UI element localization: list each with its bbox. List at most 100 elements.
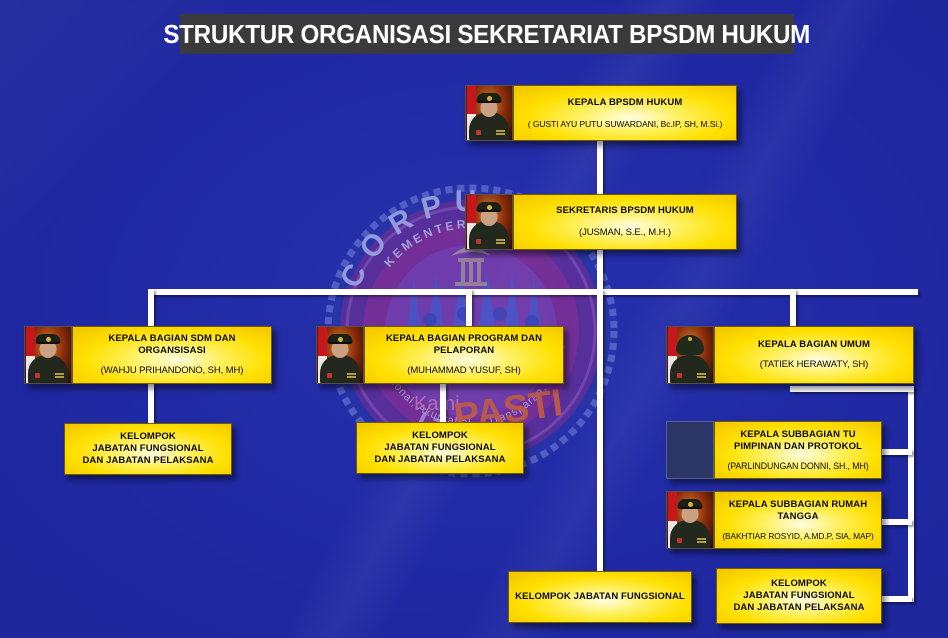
insignia-icon [697, 373, 706, 375]
node-kelompok-program[interactable]: KELOMPOK JABATAN FUNGSIONAL DAN JABATAN … [356, 422, 524, 474]
officer-cap-icon [35, 334, 61, 344]
connector-stub-subbagian-tu [878, 449, 912, 455]
connector-sdm-to-kelompok [148, 384, 154, 424]
node-box: KELOMPOK JABATAN FUNGSIONAL DAN JABATAN … [64, 423, 232, 475]
page-title: STRUKTUR ORGANISASI SEKRETARIAT BPSDM HU… [164, 14, 811, 54]
officer-cap-icon [677, 499, 703, 509]
officer-portrait-hijab-photo [666, 326, 714, 384]
uniform-shape [320, 355, 360, 383]
officer-portrait-photo [465, 85, 513, 141]
connector-umum-spine [908, 386, 914, 602]
connector-drop-umum [790, 289, 796, 326]
face-shape [480, 99, 498, 117]
node-box: KEPALA BPSDM HUKUM ( GUSTI AYU PUTU SUWA… [513, 85, 737, 141]
connector-sekretaris-down [597, 250, 603, 292]
node-box: KEPALA SUBBAGIAN RUMAH TANGGA (BAKHTIAR … [714, 491, 882, 549]
flag-icon [467, 86, 476, 140]
node-name: (JUSMAN, S.E., M.H.) [579, 227, 671, 239]
node-role: KEPALA BPSDM HUKUM [567, 96, 683, 108]
svg-text:Kami: Kami [414, 393, 460, 415]
rank-badge-icon [476, 130, 481, 135]
node-role: SEKRETARIS BPSDM HUKUM [556, 205, 694, 217]
node-box: KEPALA BAGIAN PROGRAM DAN PELAPORAN (MUH… [364, 326, 564, 384]
node-role: KEPALA BAGIAN PROGRAM DAN PELAPORAN [385, 333, 543, 357]
node-name: (PARLINDUNGAN DONNI, SH., MH) [727, 460, 869, 471]
node-kelompok-umum[interactable]: KELOMPOK JABATAN FUNGSIONAL DAN JABATAN … [716, 568, 882, 624]
node-name: ( GUSTI AYU PUTU SUWARDANI, Bc.IP, SH, M… [527, 118, 723, 129]
connector-stub-kelompok-umum [878, 596, 912, 602]
node-line-1: KELOMPOK JABATAN FUNGSIONAL [515, 591, 685, 603]
connector-stub-subbagian-rt [878, 519, 912, 525]
node-name: (WAHJU PRIHANDONO, SH, MH) [100, 365, 244, 377]
connector-drop-program [466, 289, 472, 326]
officer-portrait-photo [666, 491, 714, 549]
insignia-icon [496, 239, 505, 241]
node-box: KEPALA BAGIAN SDM DAN ORGANSISASI (WAHJU… [72, 326, 272, 384]
face-shape [39, 340, 57, 358]
node-line-1: KELOMPOK [120, 431, 176, 443]
connector-sekretaris-to-center-kelompok [597, 289, 603, 572]
connector-umum-spine-top [790, 386, 914, 392]
connector-bus-horizontal [148, 289, 918, 295]
node-bagian-program[interactable]: KEPALA BAGIAN PROGRAM DAN PELAPORAN (MUH… [316, 326, 564, 384]
node-box: KEPALA SUBBAGIAN TU PIMPINAN DAN PROTOKO… [714, 421, 882, 479]
node-role: KEPALA SUBBAGIAN TU PIMPINAN DAN PROTOKO… [733, 428, 863, 452]
node-line-3: DAN JABATAN PELAKSANA [733, 601, 865, 613]
officer-cap-icon [476, 202, 502, 212]
rank-badge-icon [677, 373, 682, 378]
empty-photo-placeholder [666, 421, 714, 479]
officer-cap-icon [476, 93, 502, 103]
insignia-icon [697, 538, 706, 540]
rank-badge-icon [677, 538, 682, 543]
flag-icon [668, 327, 677, 383]
node-box: KELOMPOK JABATAN FUNGSIONAL [508, 571, 692, 623]
flag-icon [668, 492, 677, 548]
rank-badge-icon [476, 239, 481, 244]
node-sekretaris-bpsdm[interactable]: SEKRETARIS BPSDM HUKUM (JUSMAN, S.E., M.… [465, 194, 737, 250]
node-line-3: DAN JABATAN PELAKSANA [374, 453, 506, 465]
uniform-shape [670, 355, 710, 383]
node-subbagian-tu[interactable]: KEPALA SUBBAGIAN TU PIMPINAN DAN PROTOKO… [666, 421, 882, 479]
node-role: KEPALA SUBBAGIAN RUMAH TANGGA [728, 499, 868, 522]
insignia-icon [347, 373, 356, 375]
officer-portrait-photo [316, 326, 364, 384]
node-line-3: DAN JABATAN PELAKSANA [82, 454, 214, 466]
node-kelompok-jabatan-fungsional[interactable]: KELOMPOK JABATAN FUNGSIONAL [508, 571, 692, 623]
rank-badge-icon [35, 373, 40, 378]
connector-kepala-to-sekretaris [597, 141, 603, 202]
node-subbagian-rumah-tangga[interactable]: KEPALA SUBBAGIAN RUMAH TANGGA (BAKHTIAR … [666, 491, 882, 549]
node-bagian-sdm[interactable]: KEPALA BAGIAN SDM DAN ORGANSISASI (WAHJU… [24, 326, 272, 384]
node-line-2: JABATAN FUNGSIONAL [743, 590, 855, 602]
node-line-2: JABATAN FUNGSIONAL [384, 442, 496, 454]
node-line-1: KELOMPOK [771, 578, 827, 590]
officer-cap-icon [327, 334, 353, 344]
node-name: (BAKHTIAR ROSYID, A.MD.P, SIA, MAP) [722, 530, 874, 541]
rank-badge-icon [327, 373, 332, 378]
node-name: (TATIEK HERAWATY, SH) [759, 359, 869, 371]
node-box: KELOMPOK JABATAN FUNGSIONAL DAN JABATAN … [716, 568, 882, 624]
insignia-icon [55, 373, 64, 375]
node-line-1: KELOMPOK [412, 430, 468, 442]
node-name: (MUHAMMAD YUSUF, SH) [407, 365, 521, 377]
node-bagian-umum[interactable]: KEPALA BAGIAN UMUM (TATIEK HERAWATY, SH) [666, 326, 914, 384]
face-shape [681, 505, 699, 523]
officer-portrait-photo [24, 326, 72, 384]
node-box: SEKRETARIS BPSDM HUKUM (JUSMAN, S.E., M.… [513, 194, 737, 250]
connector-drop-sdm [148, 289, 154, 326]
officer-portrait-photo [465, 194, 513, 250]
node-kepala-bpsdm[interactable]: KEPALA BPSDM HUKUM ( GUSTI AYU PUTU SUWA… [465, 85, 737, 141]
node-line-2: JABATAN FUNGSIONAL [92, 443, 204, 455]
uniform-shape [28, 355, 68, 383]
node-kelompok-sdm[interactable]: KELOMPOK JABATAN FUNGSIONAL DAN JABATAN … [64, 423, 232, 475]
connector-program-to-kelompok [440, 384, 446, 422]
node-box: KEPALA BAGIAN UMUM (TATIEK HERAWATY, SH) [714, 326, 914, 384]
insignia-icon [496, 130, 505, 132]
page-title-text: STRUKTUR ORGANISASI SEKRETARIAT BPSDM HU… [163, 18, 811, 49]
flag-icon [318, 327, 327, 383]
node-role: KEPALA BAGIAN SDM DAN ORGANSISASI [108, 333, 236, 357]
uniform-shape [670, 520, 710, 548]
node-role: KEPALA BAGIAN UMUM [757, 339, 871, 351]
flag-icon [26, 327, 35, 383]
node-box: KELOMPOK JABATAN FUNGSIONAL DAN JABATAN … [356, 422, 524, 474]
